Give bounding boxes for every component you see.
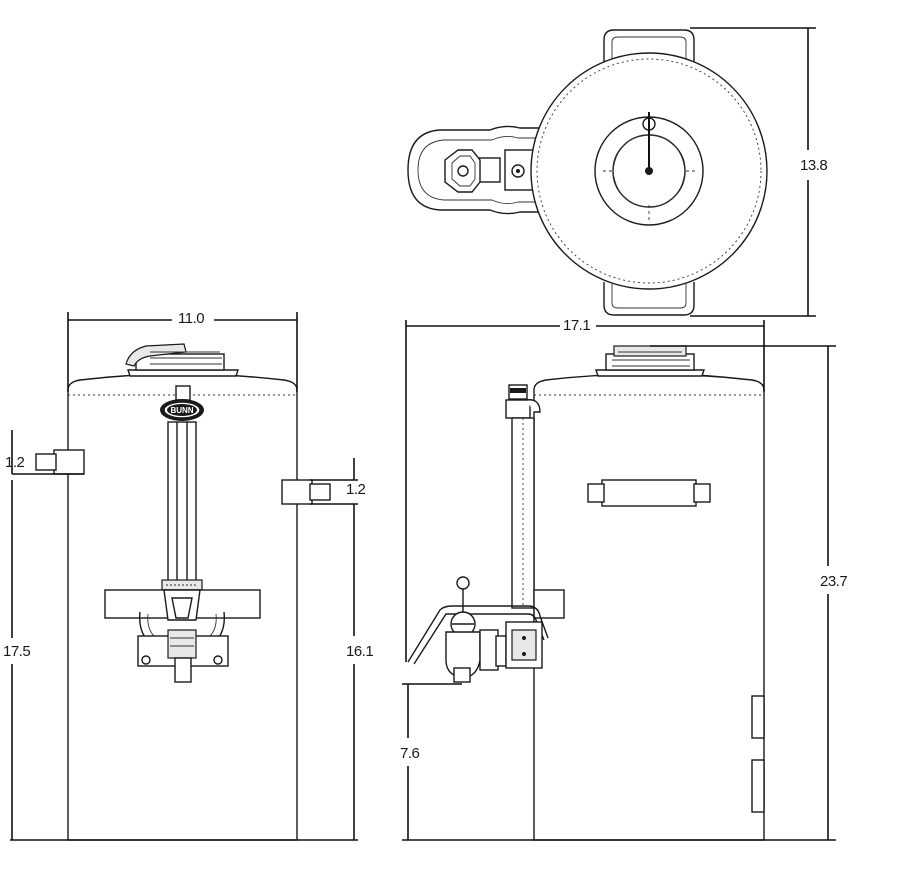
dim-front-right-handle-width: 1.2 bbox=[310, 458, 366, 498]
side-view-faucet-guard bbox=[407, 605, 549, 663]
dim-side-faucet-height-label: 7.6 bbox=[400, 745, 420, 762]
front-view-lid bbox=[127, 369, 239, 377]
dim-side-depth: 17.1 bbox=[405, 317, 765, 662]
side-view bbox=[407, 345, 765, 841]
dim-front-left-handle-width-label: 1.2 bbox=[5, 454, 25, 471]
dim-front-left-handle-width: 1.2 bbox=[5, 430, 84, 475]
top-view-faucet-guard bbox=[407, 125, 540, 215]
side-view-lid bbox=[595, 369, 705, 377]
front-view-gauge-tube bbox=[167, 421, 197, 583]
dim-side-depth-label: 17.1 bbox=[563, 317, 590, 334]
dim-front-left-handle-height-label: 17.5 bbox=[3, 643, 30, 660]
side-view-body bbox=[533, 373, 765, 841]
top-view-front-handle bbox=[603, 282, 695, 316]
side-view-handle bbox=[601, 479, 697, 507]
dim-front-width-label: 11.0 bbox=[178, 310, 204, 327]
dim-front-left-handle-height: 17.5 bbox=[3, 480, 68, 841]
dim-front-right-handle-height: 16.1 bbox=[297, 503, 374, 841]
dim-front-right-handle-width-label: 1.2 bbox=[346, 481, 366, 498]
front-view-faucet-spout bbox=[174, 657, 192, 683]
top-view-faucet-knob bbox=[444, 149, 481, 193]
dim-front-right-handle-height-label: 16.1 bbox=[346, 643, 373, 660]
front-view: BUNN bbox=[35, 343, 331, 841]
front-view-right-handle bbox=[281, 479, 313, 505]
top-view-rear-handle bbox=[603, 29, 695, 72]
dim-top-depth-label: 13.8 bbox=[800, 157, 827, 174]
dim-side-height-label: 23.7 bbox=[820, 573, 847, 590]
dim-side-faucet-height: 7.6 bbox=[400, 683, 534, 841]
front-view-left-handle bbox=[53, 449, 85, 475]
brand-logo-text: BUNN bbox=[170, 406, 193, 415]
dim-side-height: 23.7 bbox=[650, 345, 848, 841]
top-view bbox=[407, 29, 768, 316]
dim-front-width: 11.0 bbox=[67, 310, 298, 392]
dim-top-depth: 13.8 bbox=[690, 27, 828, 317]
